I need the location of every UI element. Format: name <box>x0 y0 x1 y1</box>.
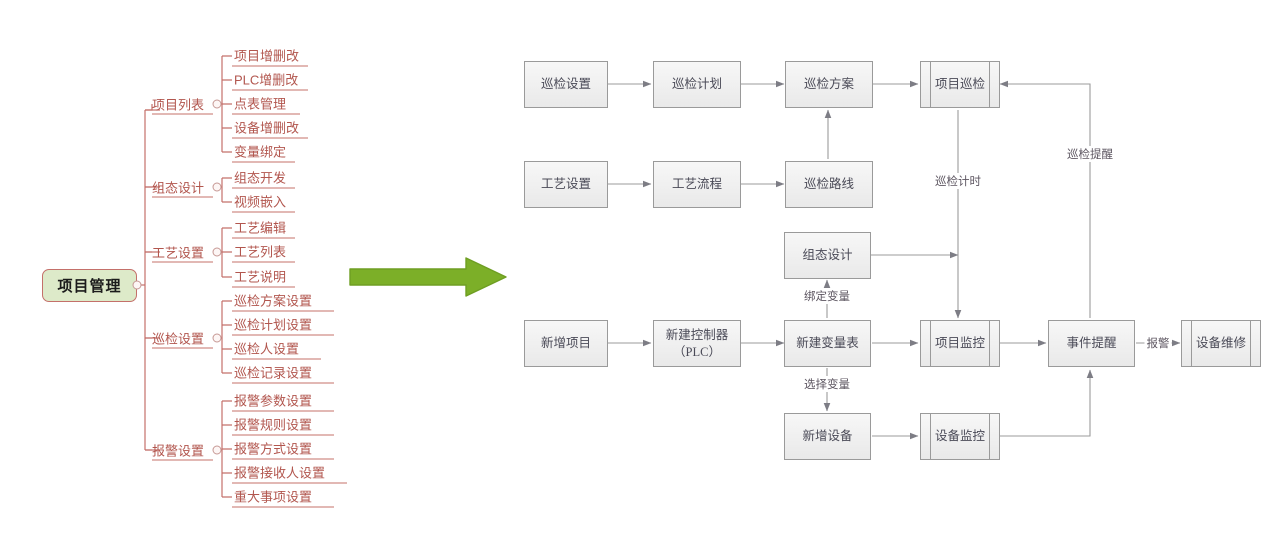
flow-edge-label-xunjian-jishi: 巡检计时 <box>933 173 983 189</box>
mindmap-leaf-1-1[interactable]: 项目增删改 <box>234 48 300 64</box>
mindmap-leaf-4-1[interactable]: 巡检方案设置 <box>234 293 313 309</box>
flow-node-label: 设备维修 <box>1195 336 1246 351</box>
collapse-toggle-icon-branch-5[interactable] <box>212 445 222 455</box>
mindmap-leaf-1-4[interactable]: 设备增删改 <box>234 120 300 136</box>
flow-node-label: 巡检设置 <box>540 77 591 92</box>
mindmap-leaf-3-2[interactable]: 工艺列表 <box>234 244 287 260</box>
flow-node-xunjian-jihua[interactable]: 巡检计划 <box>653 61 741 108</box>
flow-node-label: 新增设备 <box>802 429 853 444</box>
mindmap-leaf-5-1[interactable]: 报警参数设置 <box>234 393 313 409</box>
mindmap-branch-2[interactable]: 组态设计 <box>152 180 205 196</box>
flow-node-label: 巡检方案 <box>803 77 854 92</box>
green-right-arrow-icon <box>349 257 507 297</box>
flow-node-shebei-weixiu[interactable]: 设备维修 <box>1181 320 1261 367</box>
mindmap-leaf-2-1[interactable]: 组态开发 <box>234 170 287 186</box>
mindmap-leaf-3-1[interactable]: 工艺编辑 <box>234 220 287 236</box>
flow-node-xunjian-shezhi[interactable]: 巡检设置 <box>524 61 608 108</box>
flow-node-shijian-tixing[interactable]: 事件提醒 <box>1048 320 1135 367</box>
mindmap-branch-1[interactable]: 项目列表 <box>152 97 205 113</box>
mindmap-leaf-5-2[interactable]: 报警规则设置 <box>234 417 313 433</box>
mindmap-leaf-1-5[interactable]: 变量绑定 <box>234 144 287 160</box>
collapse-toggle-icon-branch-3[interactable] <box>212 247 222 257</box>
flow-node-shebei-jiankong[interactable]: 设备监控 <box>920 413 1000 460</box>
mindmap-root-node[interactable]: 项目管理 <box>42 269 137 302</box>
flow-node-xiangmu-xunjian[interactable]: 项目巡检 <box>920 61 1000 108</box>
mindmap-leaf-1-2[interactable]: PLC增删改 <box>234 72 299 88</box>
mindmap-leaf-4-3[interactable]: 巡检人设置 <box>234 341 300 357</box>
flow-node-label: 工艺流程 <box>671 177 722 192</box>
mindmap-leaf-2-2[interactable]: 视频嵌入 <box>234 194 287 210</box>
flow-node-xunjian-fangan[interactable]: 巡检方案 <box>785 61 873 108</box>
flow-node-label: 工艺设置 <box>540 177 591 192</box>
flow-node-gongyi-shezhi[interactable]: 工艺设置 <box>524 161 608 208</box>
flow-edge-label-bangding-bianliang: 绑定变量 <box>802 288 852 304</box>
flow-node-label: 事件提醒 <box>1066 336 1117 351</box>
flow-node-label: 项目监控 <box>934 336 985 351</box>
flow-node-zutai-sheji[interactable]: 组态设计 <box>784 232 871 279</box>
collapse-toggle-icon-branch-4[interactable] <box>212 333 222 343</box>
flow-node-gongyi-liucheng[interactable]: 工艺流程 <box>653 161 741 208</box>
flow-node-xunjian-luxian[interactable]: 巡检路线 <box>785 161 873 208</box>
mindmap-branch-3[interactable]: 工艺设置 <box>152 245 205 261</box>
mindmap-branch-5[interactable]: 报警设置 <box>152 443 205 459</box>
mindmap-root-label: 项目管理 <box>57 278 122 295</box>
mindmap-leaf-5-5[interactable]: 重大事项设置 <box>234 489 313 505</box>
flow-node-label: 新增项目 <box>540 336 591 351</box>
mindmap-leaf-5-3[interactable]: 报警方式设置 <box>234 441 313 457</box>
mindmap-leaf-5-4[interactable]: 报警接收人设置 <box>234 465 326 481</box>
collapse-toggle-icon-root[interactable] <box>132 280 142 290</box>
mindmap-leaf-4-2[interactable]: 巡检计划设置 <box>234 317 313 333</box>
flow-edge-label-xuanze-bianliang: 选择变量 <box>802 376 852 392</box>
collapse-toggle-icon-branch-2[interactable] <box>212 182 222 192</box>
flow-node-label: 巡检计划 <box>671 77 722 92</box>
flow-node-xinjian-bianliangbiao[interactable]: 新建变量表 <box>784 320 871 367</box>
flow-node-label: 新建变量表 <box>796 336 859 351</box>
flow-edge-label-baojing: 报警 <box>1144 335 1172 351</box>
flow-edge-label-xunjian-tixing: 巡检提醒 <box>1065 146 1115 162</box>
flow-node-label: 巡检路线 <box>803 177 854 192</box>
mindmap-leaf-3-3[interactable]: 工艺说明 <box>234 269 287 285</box>
flow-node-label: 项目巡检 <box>934 77 985 92</box>
flow-node-xinjian-kongzhiqi[interactable]: 新建控制器 （PLC） <box>653 320 741 367</box>
flow-node-xiangmu-jiankong[interactable]: 项目监控 <box>920 320 1000 367</box>
flow-node-label: 新建控制器 （PLC） <box>665 327 729 359</box>
flow-node-label: 设备监控 <box>934 429 985 444</box>
flow-node-xinzeng-shebei[interactable]: 新增设备 <box>784 413 871 460</box>
mindmap-leaf-4-4[interactable]: 巡检记录设置 <box>234 365 313 381</box>
flow-node-xinzeng-xiangmu[interactable]: 新增项目 <box>524 320 608 367</box>
mindmap-branch-4[interactable]: 巡检设置 <box>152 331 205 347</box>
mindmap-leaf-1-3[interactable]: 点表管理 <box>234 96 287 112</box>
collapse-toggle-icon-branch-1[interactable] <box>212 99 222 109</box>
flow-node-label: 组态设计 <box>802 248 853 263</box>
